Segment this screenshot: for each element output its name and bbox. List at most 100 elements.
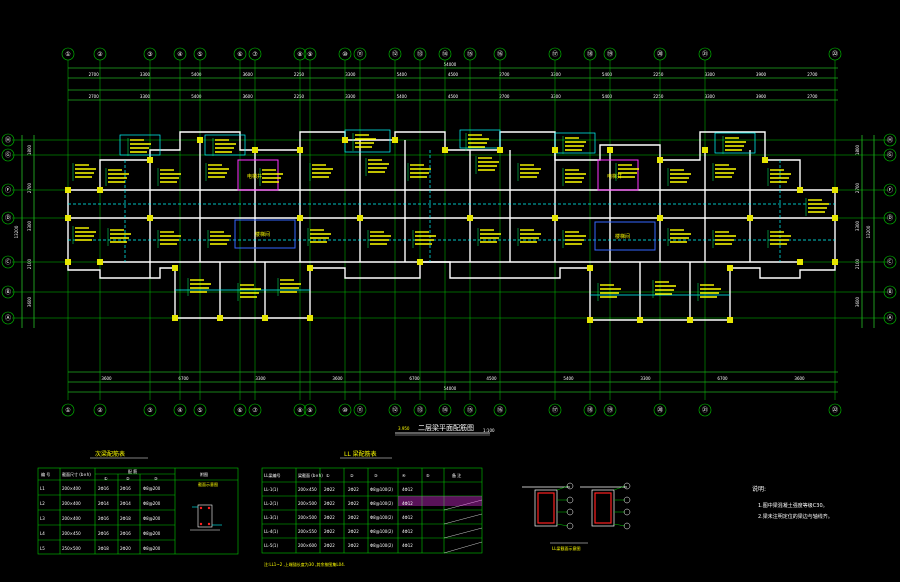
notes-title: 说明: (752, 485, 766, 493)
table1-header-id: 编 号 (41, 471, 50, 477)
axis-bubbles: ①①②②③③④④⑤⑤⑥⑥⑦⑦⑧⑧⑨⑨⑩⑩⑪⑪⑫⑫⑬⑬⑭⑭⑮⑮⑯⑯⑰⑰⑱⑱⑲⑲⑳⑳… (1, 47, 897, 417)
dimension-top: 2250 (294, 72, 305, 77)
bottom-dimension-chain (68, 371, 838, 393)
table2-hatch (443, 499, 483, 554)
dimension-top: 3300 (140, 72, 151, 77)
table1-title: 次梁配筋表 (95, 450, 125, 458)
drawing-scale: 1:100 (483, 428, 495, 433)
axis-label-right: Ⓑ (887, 288, 893, 296)
table2-cell: 4Φ12 (402, 501, 413, 506)
table1-cell: 200×400 (62, 486, 81, 491)
table1-cell: 2Φ14 (98, 501, 109, 506)
column (65, 187, 71, 193)
table1-cell: 2Φ14 (120, 501, 131, 506)
column (252, 147, 258, 153)
column (97, 259, 103, 265)
table2-cell: 4Φ12 (402, 515, 413, 520)
column (797, 187, 803, 193)
axis-label-top: ② (97, 51, 103, 58)
axis-label-top: ⑲ (607, 50, 613, 58)
axis-label-bottom: ⑯ (497, 406, 503, 414)
dimension-bottom: 3600 (101, 376, 112, 381)
table2-title: LL 梁配筋表 (344, 450, 377, 458)
dimension-top-2: 4500 (448, 94, 459, 99)
column (587, 265, 593, 271)
axis-bubble-right (883, 183, 897, 197)
dimension-top-2: 3300 (140, 94, 151, 99)
table2-cell: 2Φ22 (348, 515, 359, 520)
column (762, 157, 768, 163)
table2-header: ② (350, 473, 354, 478)
axis-label-right: Ⓖ (887, 151, 893, 159)
axis-label-bottom: ⑳ (657, 406, 663, 414)
drawing-title: 二层梁平面配筋图 (418, 423, 474, 432)
side-dimension-chains (21, 135, 875, 328)
axis-label-top: ⑭ (442, 50, 448, 58)
table2-cell: 4Φ12 (402, 543, 413, 548)
table2-cell: LL-4(1) (264, 529, 278, 534)
column (342, 137, 348, 143)
axis-bubble-top (93, 47, 107, 61)
axis-bubble-left (1, 311, 15, 325)
column (832, 215, 838, 221)
axis-bubble-right (883, 311, 897, 325)
table1-cell: L5 (40, 546, 45, 551)
axis-bubble-top (698, 47, 712, 61)
column (147, 215, 153, 221)
column (832, 259, 838, 265)
table1-cell: 2Φ16 (120, 486, 131, 491)
grid-lines (12, 60, 888, 400)
column (657, 215, 663, 221)
dimension-bottom: 3600 (332, 376, 343, 381)
table2-cell: LL-1(1) (264, 487, 278, 492)
axis-bubble-bottom (828, 403, 842, 417)
column (797, 259, 803, 265)
axis-label-top: ⑱ (587, 50, 593, 58)
column (727, 265, 733, 271)
table2-header: 备 注 (452, 472, 461, 478)
axis-bubble-bottom (413, 403, 427, 417)
table1-cell: 200×400 (62, 516, 81, 521)
column (172, 265, 178, 271)
table1-cell: L4 (40, 531, 45, 536)
column (172, 315, 178, 321)
table1-cell: 2Φ18 (120, 516, 131, 521)
table2-cell: 4Φ12 (402, 487, 413, 492)
table2-header: LL梁编号 (264, 472, 280, 478)
table2-cell: 4Φ12 (402, 529, 413, 534)
axis-bubble-top (143, 47, 157, 61)
table1-cell: L1 (40, 486, 45, 491)
stair-elevator-outlines (234, 159, 656, 251)
axis-label-bottom: ⑦ (252, 407, 258, 414)
table2-header: ① (326, 473, 330, 478)
column (727, 317, 733, 323)
room-label-1: 电梯井 (247, 173, 262, 180)
axis-bubble-bottom (303, 403, 317, 417)
dimension-top-2: 5400 (397, 94, 408, 99)
column (197, 137, 203, 143)
axis-bubble-top (583, 47, 597, 61)
section-label: LL梁截面示意图 (552, 545, 580, 551)
dimension-top: 2250 (653, 72, 664, 77)
top-dimension-chain (68, 67, 838, 101)
table2-header: ③ (374, 473, 378, 478)
axis-bubble-left (1, 148, 15, 162)
axis-label-left: Ⓒ (5, 258, 11, 266)
dimension-right: 3300 (855, 220, 860, 231)
dimension-top: 2700 (499, 72, 510, 77)
axis-label-top: ㉑ (702, 50, 708, 58)
column (637, 317, 643, 323)
dimension-left: 1800 (27, 144, 32, 155)
column (392, 137, 398, 143)
dimension-right: 3600 (855, 296, 860, 307)
table1-cell: Φ8@200 (143, 486, 161, 491)
axis-label-top: ⑫ (392, 50, 398, 58)
axis-bubble-top (463, 47, 477, 61)
table1-cell: 2Φ18 (98, 546, 109, 551)
axis-label-bottom: ① (65, 407, 70, 414)
